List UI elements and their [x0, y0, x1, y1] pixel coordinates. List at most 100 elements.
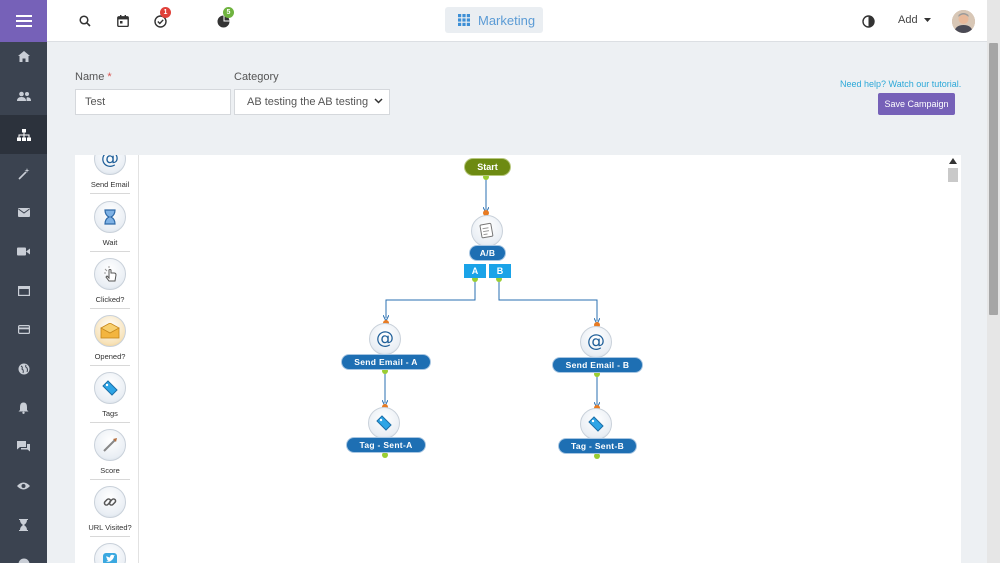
- palette-item-label: Score: [100, 466, 120, 475]
- palette-separator: [90, 422, 130, 423]
- sidebar-item-magic[interactable]: [0, 154, 47, 193]
- hourglass-icon: [19, 518, 28, 531]
- canvas-scrollbar[interactable]: [947, 155, 961, 563]
- app-switcher[interactable]: Marketing: [445, 7, 543, 33]
- tag-a-icon[interactable]: [368, 407, 400, 439]
- topbar: 1 5 Marketing Add: [47, 0, 987, 42]
- sidebar: [0, 0, 47, 563]
- name-field-value: Test: [85, 96, 106, 108]
- app-switcher-label: Marketing: [478, 12, 536, 28]
- palette-separator: [90, 193, 130, 194]
- workflow-icon: [16, 128, 31, 141]
- canvas-scrollbar-thumb[interactable]: [948, 168, 958, 182]
- hourglass-icon: [94, 201, 126, 233]
- palette-twitter[interactable]: [88, 543, 132, 563]
- home-icon: [17, 51, 30, 62]
- chevron-down-icon: [374, 98, 383, 104]
- sidebar-item-visitors[interactable]: [0, 466, 47, 505]
- bell-icon: [18, 402, 29, 414]
- palette-divider: [138, 155, 139, 563]
- tag-b-node[interactable]: Tag - Sent-B: [559, 439, 636, 453]
- sidebar-item-more[interactable]: [0, 544, 47, 563]
- endpoint-out: [594, 453, 600, 459]
- endpoint-out: [382, 452, 388, 458]
- help-link[interactable]: Need help? Watch our tutorial.: [840, 79, 962, 89]
- flow-connectors: [382, 174, 600, 459]
- palette-item-label: Clicked?: [95, 295, 125, 304]
- palette-item-label: URL Visited?: [88, 523, 132, 532]
- sidebar-item-card[interactable]: [0, 310, 47, 349]
- user-photo-icon: [952, 10, 975, 33]
- name-field[interactable]: Test: [75, 89, 231, 115]
- sidebar-item-email[interactable]: [0, 193, 47, 232]
- scroll-up-icon[interactable]: [949, 158, 957, 164]
- sidebar-item-web[interactable]: [0, 349, 47, 388]
- deals-badge: 5: [223, 7, 234, 18]
- palette-wait[interactable]: Wait: [88, 201, 132, 252]
- contacts-icon: [16, 91, 31, 101]
- theme-toggle[interactable]: [858, 11, 878, 31]
- contrast-icon: [861, 14, 875, 28]
- palette-tags[interactable]: Tags: [88, 372, 132, 423]
- search-button[interactable]: [75, 11, 95, 31]
- menu-button[interactable]: [0, 0, 47, 42]
- start-node[interactable]: Start: [465, 159, 510, 175]
- sidebar-item-chat[interactable]: [0, 427, 47, 466]
- window-icon: [17, 285, 30, 296]
- palette-separator: [90, 365, 130, 366]
- tag-icon: [94, 372, 126, 404]
- tasks-button[interactable]: 1: [150, 7, 171, 31]
- page-scrollbar-thumb[interactable]: [989, 43, 998, 315]
- link-icon: [94, 486, 126, 518]
- sidebar-item-video[interactable]: [0, 232, 47, 271]
- deals-button[interactable]: 5: [213, 7, 234, 31]
- palette-opened[interactable]: Opened?: [88, 315, 132, 366]
- send-email-b-icon[interactable]: @: [580, 326, 612, 358]
- calendar-button[interactable]: [113, 11, 133, 31]
- envelope-icon: [94, 315, 126, 347]
- palette-item-label: Wait: [102, 238, 118, 247]
- category-select[interactable]: AB testing the AB testing: [234, 89, 390, 115]
- eye-icon: [17, 482, 30, 489]
- ab-split-icon[interactable]: [471, 215, 503, 247]
- connector-b: [498, 279, 597, 321]
- sidebar-item-workflows[interactable]: [0, 115, 47, 154]
- send-email-b-node[interactable]: Send Email - B: [553, 358, 642, 372]
- palette-clicked[interactable]: Clicked?: [88, 258, 132, 309]
- click-icon: [94, 258, 126, 290]
- branch-a[interactable]: A: [464, 264, 486, 278]
- name-label-text: Name: [75, 71, 105, 83]
- workflow-canvas[interactable]: @ Send Email Wait Clicked? Opened?: [75, 155, 947, 563]
- avatar[interactable]: [952, 10, 975, 33]
- save-campaign-button[interactable]: Save Campaign: [878, 93, 955, 115]
- add-menu[interactable]: Add: [898, 14, 931, 26]
- sidebar-item-timers[interactable]: [0, 505, 47, 544]
- globe-icon: [18, 363, 29, 374]
- send-email-a-node[interactable]: Send Email - A: [342, 355, 430, 369]
- endpoint-out: [382, 368, 388, 374]
- grid-icon: [458, 14, 470, 26]
- tag-b-icon[interactable]: [580, 408, 612, 440]
- sidebar-item-notifications[interactable]: [0, 388, 47, 427]
- palette-score[interactable]: Score: [88, 429, 132, 480]
- sidebar-item-contacts[interactable]: [0, 76, 47, 115]
- required-marker: *: [107, 71, 112, 83]
- palette-separator: [90, 308, 130, 309]
- score-icon: [94, 429, 126, 461]
- branch-b[interactable]: B: [489, 264, 511, 278]
- at-icon: @: [94, 155, 126, 175]
- sidebar-item-home[interactable]: [0, 37, 47, 76]
- category-label: Category: [234, 71, 279, 83]
- page-scrollbar[interactable]: [987, 0, 1000, 563]
- magic-wand-icon: [17, 167, 30, 180]
- video-icon: [17, 247, 30, 256]
- tag-a-node[interactable]: Tag - Sent-A: [347, 438, 425, 452]
- palette-send-email[interactable]: @ Send Email: [88, 155, 132, 194]
- palette-url-visited[interactable]: URL Visited?: [88, 486, 132, 537]
- palette-item-label: Opened?: [94, 352, 126, 361]
- card-icon: [17, 325, 30, 334]
- search-icon: [79, 15, 91, 27]
- send-email-a-icon[interactable]: @: [369, 323, 401, 355]
- sidebar-item-window[interactable]: [0, 271, 47, 310]
- ab-node-label[interactable]: A/B: [470, 246, 505, 260]
